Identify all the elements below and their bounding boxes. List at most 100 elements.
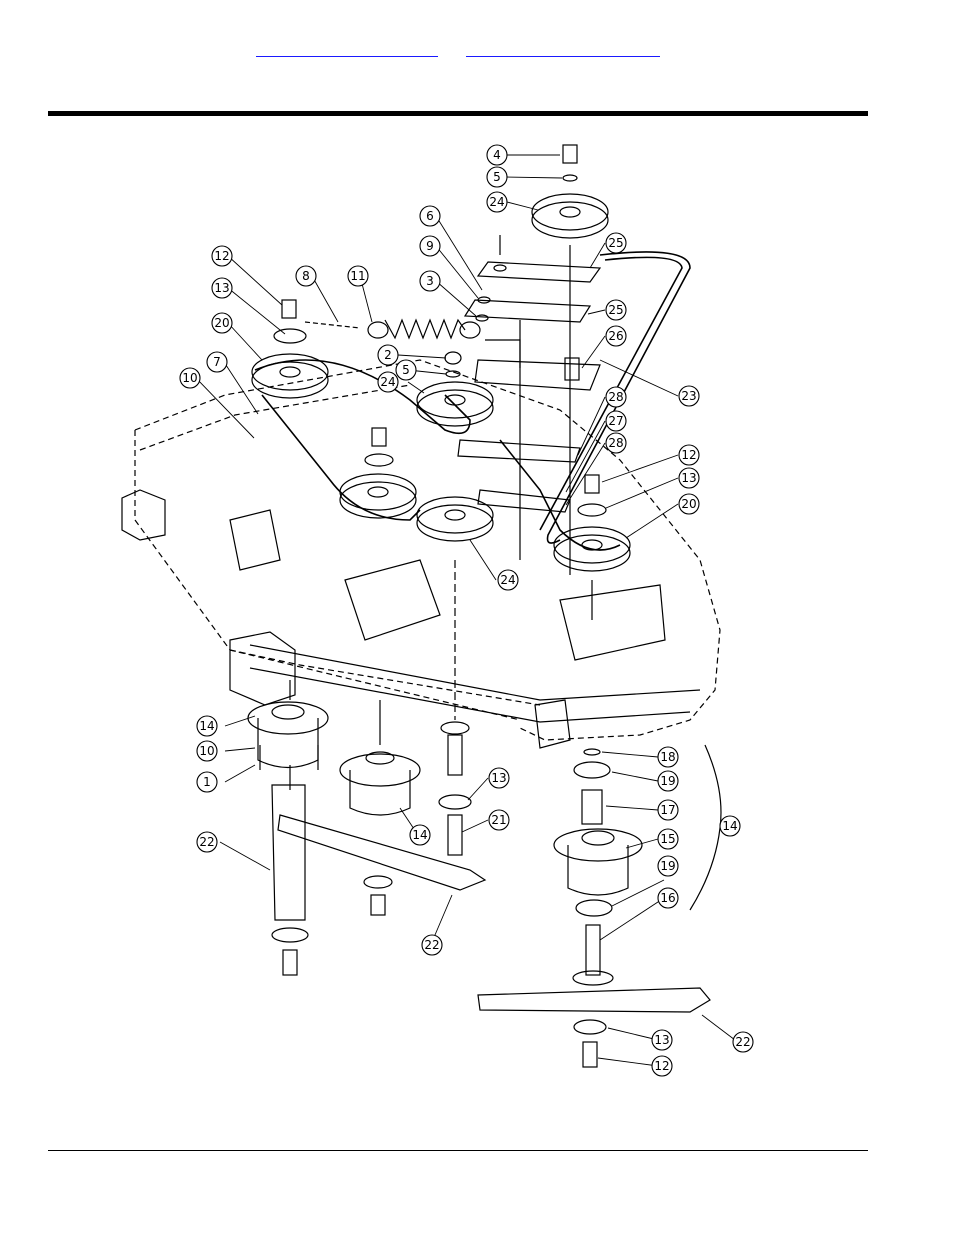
callout-number: 18 [660,750,675,764]
callout-number: 4 [493,148,501,162]
callout-number: 19 [660,774,675,788]
callout-number: 20 [681,497,696,511]
center-bolts [439,722,471,855]
callout-number: 23 [681,389,696,403]
callout-12: 12 [212,246,232,266]
callout-number: 5 [402,363,410,377]
callout-9: 9 [420,236,440,256]
callout-14: 14 [197,716,217,736]
callout-number: 14 [412,828,427,842]
callout-8: 8 [296,266,316,286]
callout-11: 11 [348,266,368,286]
spindle-center [340,752,420,815]
callout-number: 12 [214,249,229,263]
callout-number: 25 [608,236,623,250]
callout-number: 24 [500,573,515,587]
callout-number: 26 [608,329,623,343]
blade-left [272,785,485,975]
callout-20: 20 [679,494,699,514]
callout-number: 28 [608,390,623,404]
callout-number: 14 [722,819,737,833]
callout-13: 13 [679,468,699,488]
callout-5: 5 [487,167,507,187]
idler-brackets [458,262,600,512]
callout-number: 20 [214,316,229,330]
callout-23: 23 [679,386,699,406]
callout-13: 13 [489,768,509,788]
pulley-top-24 [532,194,608,238]
callout-19: 19 [658,771,678,791]
callout-number: 6 [426,209,434,223]
tension-spring [368,320,480,338]
callout-number: 5 [493,170,501,184]
callout-number: 16 [660,891,675,905]
callout-number: 7 [213,355,221,369]
callout-number: 22 [199,835,214,849]
callout-number: 2 [384,348,392,362]
callout-number: 22 [735,1035,750,1049]
chain [305,322,360,328]
callout-4: 4 [487,145,507,165]
callout-15: 15 [658,829,678,849]
callout-number: 11 [350,269,365,283]
callout-22: 22 [733,1032,753,1052]
callout-6: 6 [420,206,440,226]
callout-number: 13 [491,771,506,785]
callout-21: 21 [489,810,509,830]
callout-number: 24 [489,195,504,209]
callout-number: 3 [426,274,434,288]
callout-2: 2 [378,345,398,365]
callout-1: 1 [197,772,217,792]
callout-number: 24 [380,375,395,389]
deck-housing [135,360,720,740]
callout-number: 12 [681,448,696,462]
callout-19: 19 [658,856,678,876]
pulley-lower-24 [417,497,493,541]
callout-number: 13 [654,1033,669,1047]
callout-number: 17 [660,803,675,817]
callout-17: 17 [658,800,678,820]
blade-right [478,988,710,1067]
callout-10: 10 [197,741,217,761]
callout-3: 3 [420,271,440,291]
callout-24: 24 [378,372,398,392]
assembly-brace [690,745,721,910]
deck-plates [122,490,700,748]
callout-5: 5 [396,360,416,380]
callout-18: 18 [658,747,678,767]
callout-10: 10 [180,368,200,388]
callout-28: 28 [606,387,626,407]
callout-28: 28 [606,433,626,453]
callout-number: 9 [426,239,434,253]
callout-12: 12 [652,1056,672,1076]
callout-number: 14 [199,719,214,733]
callout-16: 16 [658,888,678,908]
callout-20: 20 [212,313,232,333]
callout-number: 19 [660,859,675,873]
callout-number: 1 [203,775,211,789]
callout-27: 27 [606,411,626,431]
callout-14: 14 [410,825,430,845]
callout-14: 14 [720,816,740,836]
callout-26: 26 [606,326,626,346]
callout-24: 24 [487,192,507,212]
callout-7: 7 [207,352,227,372]
callout-13: 13 [212,278,232,298]
callout-number: 10 [199,744,214,758]
spindle-right-15 [554,749,642,985]
callout-number: 10 [182,371,197,385]
callout-13: 13 [652,1030,672,1050]
callout-number: 13 [681,471,696,485]
callout-24: 24 [498,570,518,590]
callout-number: 12 [654,1059,669,1073]
callout-25: 25 [606,233,626,253]
callout-number: 28 [608,436,623,450]
leader-lines [196,155,735,1066]
callout-22: 22 [197,832,217,852]
callout-number: 27 [608,414,623,428]
callout-25: 25 [606,300,626,320]
callout-number: 8 [302,269,310,283]
callout-22: 22 [422,935,442,955]
